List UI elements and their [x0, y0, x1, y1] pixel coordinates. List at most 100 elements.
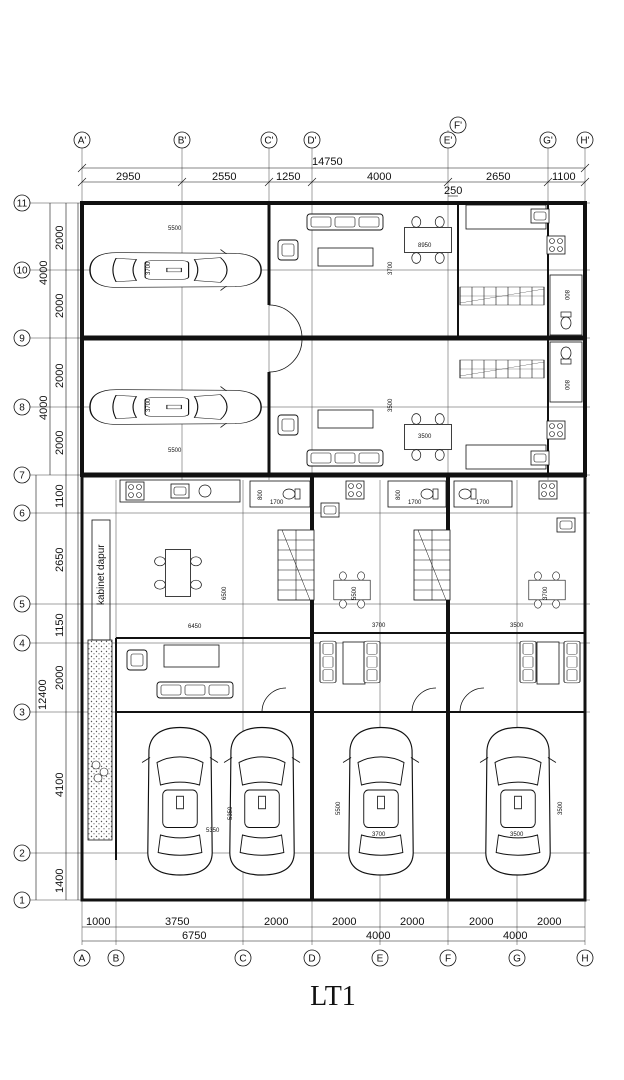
grid-bubble-left-2: 9 [13, 329, 31, 347]
grid-bubble-left-4: 7 [13, 466, 31, 484]
svg-text:C: C [239, 954, 246, 965]
left-dimension-lines [35, 203, 79, 900]
stair-upper-2 [459, 359, 545, 379]
plant-symbols [91, 760, 109, 783]
svg-text:4000: 4000 [38, 261, 50, 285]
svg-text:800: 800 [396, 489, 402, 500]
svg-text:B: B [113, 954, 120, 965]
svg-text:1400: 1400 [54, 869, 66, 893]
grid-bubble-bottom-2: C [234, 949, 252, 967]
svg-text:2000: 2000 [332, 916, 356, 928]
grid-bubble-left-8: 3 [13, 703, 31, 721]
svg-text:1250: 1250 [276, 171, 300, 183]
left-dims-inner-upper: 2000 2000 2000 2000 [54, 226, 66, 455]
svg-text:8950: 8950 [418, 243, 432, 249]
svg-text:F: F [445, 954, 451, 965]
grid-bubble-bottom-3: D [303, 949, 321, 967]
svg-text:H: H [581, 954, 588, 965]
svg-text:3700: 3700 [543, 586, 549, 600]
grid-bubble-left-9: 2 [13, 844, 31, 862]
stair-lower-1 [277, 529, 315, 601]
car-upper-2 [89, 385, 262, 429]
svg-text:E': E' [444, 136, 453, 147]
svg-text:1100: 1100 [54, 484, 66, 508]
svg-text:5500: 5500 [168, 226, 182, 232]
svg-text:4000: 4000 [366, 930, 390, 942]
grid-bubble-bottom-4: E [371, 949, 389, 967]
top-segment-dims: 2950 2550 1250 4000 2650 1100 250 [116, 171, 576, 197]
svg-text:2000: 2000 [537, 916, 561, 928]
svg-text:6750: 6750 [182, 930, 206, 942]
svg-text:6450: 6450 [188, 624, 202, 630]
svg-text:8: 8 [19, 403, 25, 414]
svg-text:800: 800 [563, 380, 569, 391]
svg-text:4000: 4000 [503, 930, 527, 942]
grid-bubble-left-7: 4 [13, 634, 31, 652]
svg-text:A: A [79, 954, 86, 965]
svg-text:250: 250 [444, 185, 462, 197]
grid-bubbles-top: A'B'C'D'E'F'G'H' [73, 116, 594, 149]
svg-text:6500: 6500 [222, 586, 228, 600]
svg-text:800: 800 [563, 290, 569, 301]
svg-text:2000: 2000 [54, 431, 66, 455]
top-overall-dim: 14750 [312, 156, 343, 168]
svg-text:2000: 2000 [54, 294, 66, 318]
grid-bubble-top-4: E' [439, 131, 457, 149]
svg-text:3700: 3700 [372, 832, 386, 838]
grid-bubble-top-0: A' [73, 131, 91, 149]
grid-bubble-top-2: C' [260, 131, 278, 149]
svg-text:3500: 3500 [418, 434, 432, 440]
svg-text:4000: 4000 [367, 171, 391, 183]
svg-text:3700: 3700 [388, 261, 394, 275]
svg-text:800: 800 [258, 489, 264, 500]
svg-text:2000: 2000 [400, 916, 424, 928]
svg-text:3: 3 [19, 708, 25, 719]
svg-text:1000: 1000 [86, 916, 110, 928]
grid-bubble-top-6: G' [539, 131, 557, 149]
svg-text:3700: 3700 [372, 623, 386, 629]
svg-text:B': B' [178, 136, 187, 147]
svg-text:2000: 2000 [54, 226, 66, 250]
sofa-lower-3 [519, 640, 537, 684]
grid-bubble-top-7: H' [576, 131, 594, 149]
car-upper-1 [89, 248, 262, 292]
grid-bubbles-bottom: A B C D E F G H [73, 949, 594, 967]
svg-text:G: G [513, 954, 521, 965]
left-dims-inner-lower: 1100 2650 1150 2000 4100 1400 [54, 484, 66, 893]
svg-text:3500: 3500 [510, 832, 524, 838]
svg-text:1700: 1700 [270, 500, 284, 506]
svg-text:1: 1 [19, 896, 25, 907]
svg-text:3700: 3700 [146, 398, 152, 412]
left-dims-outer-upper: 4000 4000 [38, 261, 50, 420]
svg-text:4100: 4100 [54, 773, 66, 797]
dining-table-upper-1 [404, 216, 452, 264]
svg-text:4: 4 [19, 639, 25, 650]
left-overall-lower-dim: 12400 [37, 679, 49, 710]
svg-text:D: D [308, 954, 315, 965]
svg-text:2650: 2650 [486, 171, 510, 183]
svg-text:2: 2 [19, 849, 25, 860]
svg-text:1700: 1700 [476, 500, 490, 506]
svg-text:3500: 3500 [558, 801, 564, 815]
grid-bubble-left-1: 10 [13, 261, 31, 279]
svg-text:9: 9 [19, 334, 25, 345]
doors [261, 304, 485, 713]
grid-bubble-left-10: 1 [13, 891, 31, 909]
svg-text:2000: 2000 [264, 916, 288, 928]
svg-text:3500: 3500 [510, 623, 524, 629]
svg-text:A': A' [78, 136, 87, 147]
svg-text:2650: 2650 [54, 548, 66, 572]
svg-text:2000: 2000 [54, 364, 66, 388]
grid-bubble-top-3: D' [303, 131, 321, 149]
garden-area [87, 639, 113, 841]
svg-text:3750: 3750 [165, 916, 189, 928]
svg-text:4000: 4000 [38, 396, 50, 420]
stair-lower-2 [413, 529, 451, 601]
svg-text:2950: 2950 [116, 171, 140, 183]
svg-text:1700: 1700 [408, 500, 422, 506]
svg-text:6: 6 [19, 509, 25, 520]
stair-upper [459, 286, 545, 306]
sofa-upper-2 [306, 449, 384, 467]
car-lower-4 [479, 726, 557, 876]
